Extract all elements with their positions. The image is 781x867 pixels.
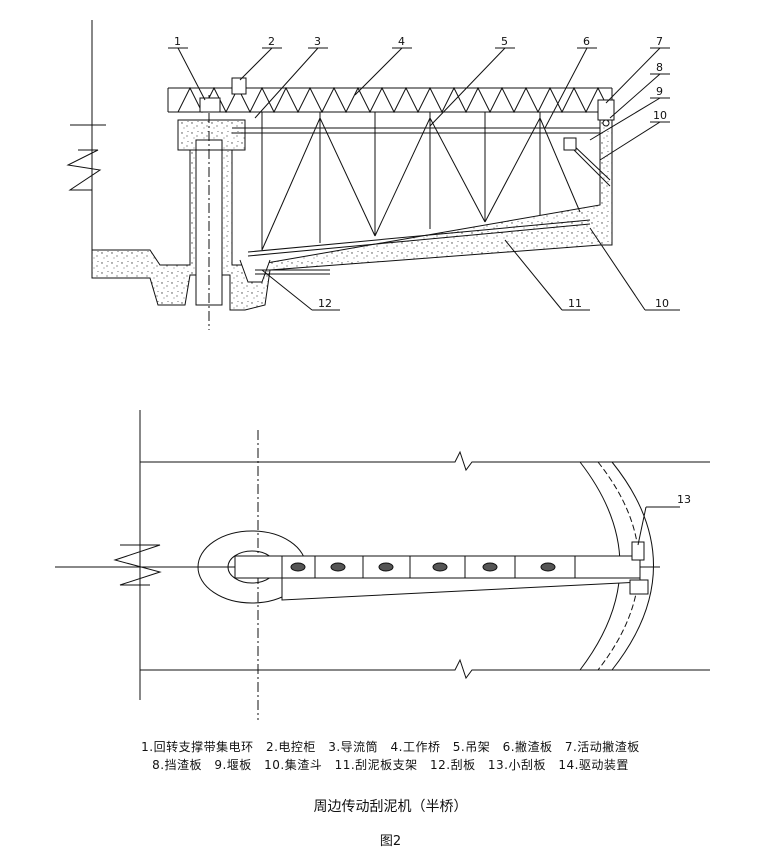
legend-item: 9.堰板 xyxy=(214,758,252,772)
sludge-hopper xyxy=(239,259,271,283)
legend-item: 6.撇渣板 xyxy=(502,740,553,754)
weir-plate xyxy=(569,141,611,181)
legend-line-1: 1.回转支撑带集电环 2.电控柜 3.导流筒 4.工作桥 5.吊架 6.撇渣板 … xyxy=(0,738,781,755)
small-scraper xyxy=(631,541,645,561)
control-cabinet xyxy=(231,77,247,95)
break-mark xyxy=(66,149,102,191)
callout-5: 5 xyxy=(501,35,508,48)
legend-item: 1.回转支撑带集电环 xyxy=(141,740,254,754)
callout-8: 8 xyxy=(656,61,663,74)
movable-scum-plate xyxy=(563,137,577,151)
legend-item: 12.刮板 xyxy=(429,758,476,772)
figure-caption: 周边传动刮泥机（半桥） xyxy=(313,799,468,815)
callout-11: 11 xyxy=(568,297,582,310)
callout-3: 3 xyxy=(314,35,321,48)
callout-10a: 10 xyxy=(653,109,667,122)
engineering-drawing: 1 2 3 4 5 6 7 8 9 10 10 11 12 xyxy=(55,20,710,720)
bridge-panels xyxy=(281,556,576,578)
scraper-arm-plan xyxy=(281,577,641,601)
callout-12: 12 xyxy=(318,297,332,310)
section-view xyxy=(66,20,680,330)
legend-item: 14.驱动装置 xyxy=(558,758,629,772)
callout-7: 7 xyxy=(656,35,663,48)
figure-number: 图2 xyxy=(379,834,402,849)
legend-item: 5.吊架 xyxy=(452,740,491,754)
plan-edge-bottom xyxy=(140,658,710,680)
legend-item: 7.活动撇渣板 xyxy=(564,740,640,754)
callout-labels-top: 1 2 3 4 5 6 7 8 9 10 10 11 12 xyxy=(174,35,669,310)
callout-1: 1 xyxy=(174,35,181,48)
legend-item: 13.小刮板 xyxy=(487,758,546,772)
legend-item: 8.挡渣板 xyxy=(152,758,203,772)
callout-4: 4 xyxy=(398,35,405,48)
callout-13: 13 xyxy=(677,493,691,506)
outer-channel-arc-3 xyxy=(611,461,654,671)
callout-9: 9 xyxy=(656,85,663,98)
scraper-support xyxy=(247,219,591,253)
legend-item: 4.工作桥 xyxy=(390,740,441,754)
drive-wheel xyxy=(602,119,610,127)
legend-item: 2.电控柜 xyxy=(265,740,316,754)
plan-view xyxy=(55,410,710,720)
plan-break-mark xyxy=(113,544,162,586)
legend-line-2: 8.挡渣板 9.堰板 10.集渣斗 11.刮泥板支架 12.刮板 13.小刮板 … xyxy=(0,756,781,773)
guide-tube xyxy=(177,119,246,151)
callout-leaders xyxy=(168,47,680,311)
legend-item: 11.刮泥板支架 xyxy=(334,758,418,772)
callout-6: 6 xyxy=(583,35,590,48)
bridge-openings xyxy=(290,562,556,572)
callout-10b: 10 xyxy=(655,297,669,310)
plan-drive-device xyxy=(629,579,649,595)
hanger-frame xyxy=(261,112,581,251)
callout-2: 2 xyxy=(268,35,275,48)
legend-item: 10.集渣斗 xyxy=(264,758,323,772)
legend-item: 3.导流筒 xyxy=(328,740,379,754)
rotary-support xyxy=(199,97,221,113)
plan-edge-top xyxy=(140,450,710,472)
tank-concrete xyxy=(91,119,613,311)
